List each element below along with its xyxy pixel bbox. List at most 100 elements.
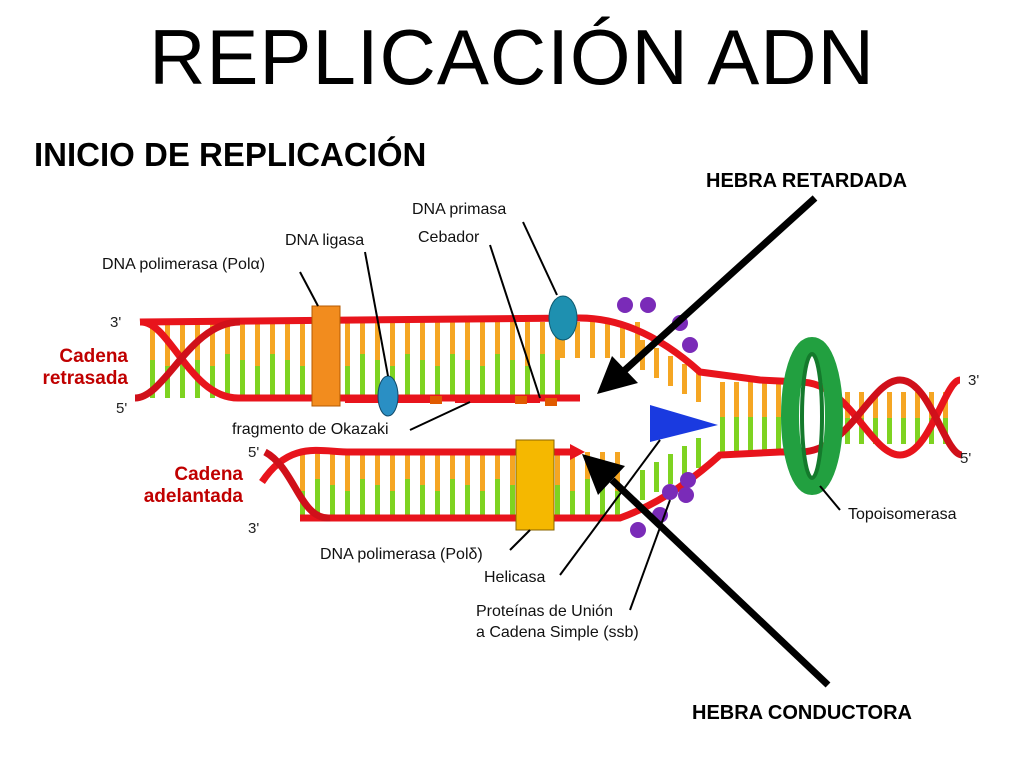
base-fork-upper [696, 372, 701, 402]
base-pair-upper-top [420, 322, 425, 360]
leading-big-arrow-shaft [609, 477, 831, 688]
base-pair-lower-bottom [420, 485, 425, 518]
base-unpaired-upper [620, 322, 625, 358]
leading-big-arrow-head [582, 454, 625, 495]
base-pair-upper-top [390, 322, 395, 366]
base-unpaired-upper [635, 322, 640, 358]
base-pair-lower-top [315, 452, 320, 479]
primer-rna [430, 396, 442, 404]
base-pair-helix-top [887, 392, 892, 418]
pointer-lines [299, 221, 841, 611]
base-pair-upper-top [210, 322, 215, 366]
base-pair-lower-top [495, 452, 500, 479]
pointer-pol-alpha [299, 271, 319, 307]
backbones-layer [134, 314, 964, 522]
lagging-template-backbone [139, 314, 801, 386]
label-pol-alpha: DNA polimerasa (Polα) [102, 256, 266, 273]
base-pair-upper-bottom [150, 360, 155, 398]
base-fork-lower [668, 454, 673, 484]
lagging-big-arrow-head [597, 356, 638, 394]
base-pair-upper-bottom [360, 354, 365, 398]
end-right-5: 5' [960, 450, 972, 467]
base-pair-lower-bottom [570, 491, 575, 518]
ssb-proteins-layer [617, 297, 698, 538]
base-pair-upper-top [480, 322, 485, 366]
base-pair-helix-top [915, 392, 920, 418]
ssb-protein [678, 487, 694, 503]
leading-new-backbone [259, 446, 570, 484]
base-pair-helix-top [859, 392, 864, 418]
leading-strand-arrow-label: HEBRA CONDUCTORA [692, 702, 912, 724]
base-pair-upper-bottom [555, 360, 560, 398]
lagging-helix-backbone-a [139, 318, 580, 402]
base-pair-parental-top [734, 382, 739, 417]
end-top-left-3: 3' [110, 314, 122, 331]
topoisomerase-ring [781, 337, 843, 495]
base-pair-helix-top [901, 392, 906, 418]
base-pair-lower-top [480, 452, 485, 491]
label-topoisomerase: Topoisomerasa [848, 506, 957, 523]
ssb-protein [680, 472, 696, 488]
base-pair-lower-bottom [495, 479, 500, 518]
base-pair-parental-top [762, 382, 767, 417]
label-primer: Cebador [418, 229, 480, 246]
base-pair-lower-bottom [615, 491, 620, 518]
lagging-big-arrow-shaft [622, 195, 818, 373]
base-pair-lower-top [510, 452, 515, 485]
base-pair-upper-bottom [420, 360, 425, 398]
base-pair-helix-top [873, 392, 878, 418]
base-fork-lower [696, 438, 701, 468]
base-pair-lower-top [405, 452, 410, 479]
base-unpaired-upper [590, 322, 595, 358]
base-pair-lower-top [435, 452, 440, 491]
base-pair-helix-bottom [873, 418, 878, 444]
page-title: REPLICACIÓN ADN [149, 13, 875, 101]
base-pair-upper-top [525, 322, 530, 366]
base-pair-helix-bottom [915, 418, 920, 444]
base-pair-upper-top [465, 322, 470, 360]
base-pair-upper-bottom [345, 366, 350, 398]
polymerase-delta [515, 439, 555, 531]
base-unpaired-upper [575, 322, 580, 358]
base-pair-lower-bottom [360, 479, 365, 518]
end-bottom-left-5: 5' [248, 444, 260, 461]
ssb-protein [640, 297, 656, 313]
page-subtitle: INICIO DE REPLICACIÓN [34, 136, 427, 173]
base-pair-upper-top [285, 322, 290, 360]
topoisomerase-ring-shade [800, 352, 824, 480]
base-pairs-layer [150, 322, 948, 518]
base-pair-lower-top [555, 452, 560, 485]
base-pair-upper-bottom [255, 366, 260, 398]
base-pair-upper-top [555, 322, 560, 360]
leading-strand-line1: Cadena [174, 464, 243, 485]
base-pair-upper-top [495, 322, 500, 354]
base-pair-lower-bottom [555, 485, 560, 518]
base-fork-lower [640, 470, 645, 500]
base-pair-lower-bottom [480, 491, 485, 518]
pointer-topoisomerase [819, 485, 841, 511]
pointer-helicase [559, 439, 661, 576]
base-pair-lower-bottom [315, 479, 320, 518]
ssb-protein [682, 337, 698, 353]
label-ssb-line1: Proteínas de Unión [476, 603, 613, 620]
base-pair-lower-top [390, 452, 395, 491]
base-fork-lower [682, 446, 687, 476]
primer-rna [515, 396, 527, 404]
label-helicase: Helicasa [484, 569, 546, 586]
base-pair-upper-top [435, 322, 440, 366]
label-pol-delta: DNA polimerasa (Polδ) [320, 546, 483, 563]
base-pair-upper-bottom [405, 354, 410, 398]
base-pair-upper-top [240, 322, 245, 360]
base-pair-upper-top [225, 322, 230, 354]
label-ssb-line2: a Cadena Simple (ssb) [476, 624, 639, 641]
primer-rna [545, 398, 557, 406]
pointer-primer [489, 244, 541, 399]
ligase-enzyme [377, 375, 399, 417]
base-pair-upper-top [405, 322, 410, 354]
base-pair-upper-bottom [495, 354, 500, 398]
base-pair-upper-bottom [225, 354, 230, 398]
ssb-protein [662, 484, 678, 500]
label-okazaki: fragmento de Okazaki [232, 421, 389, 438]
end-right-3: 3' [968, 372, 980, 389]
